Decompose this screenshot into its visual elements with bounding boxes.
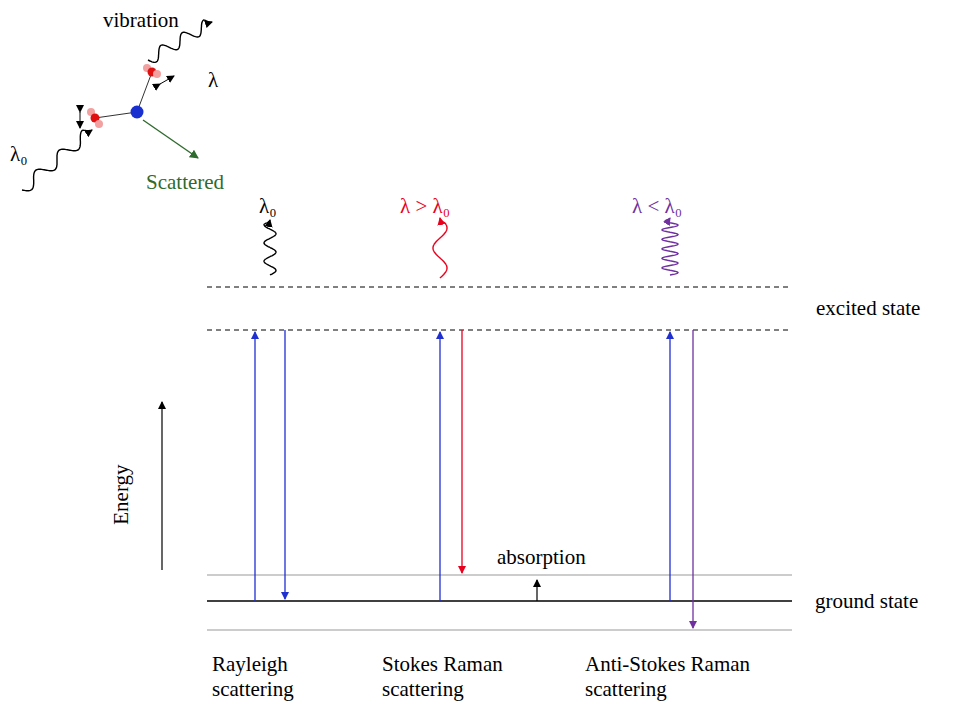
process-label: Rayleigh scattering <box>212 652 322 702</box>
axis-label: Energy <box>108 465 133 525</box>
photon-wave <box>22 130 92 191</box>
stokes-arrow <box>461 330 462 573</box>
excitation-arrow <box>669 332 670 601</box>
wavelength-label: λ < λ₀ <box>632 194 682 219</box>
transition-label: absorption <box>497 545 586 570</box>
anti-stokes-arrow <box>692 330 693 628</box>
photon-wave <box>433 218 447 278</box>
vibration-arrow <box>160 76 174 84</box>
virtual-level <box>207 287 792 288</box>
atom <box>131 106 144 119</box>
ground-level <box>207 600 792 602</box>
energy-axis <box>161 402 162 570</box>
process-label: Anti-Stokes Raman scattering <box>585 652 805 702</box>
scattered-label: Scattered <box>146 170 224 195</box>
vibrational-level <box>207 575 792 576</box>
excitation-arrow <box>439 332 440 601</box>
level-label: excited state <box>816 296 920 321</box>
wavelength-label: λ₀ <box>10 142 28 167</box>
atom-ghost <box>153 70 161 78</box>
photon-wave <box>264 220 276 275</box>
emission-arrow <box>284 330 285 599</box>
absorption-arrow <box>536 580 537 601</box>
wavelength-label: λ > λ₀ <box>400 194 450 219</box>
atom-ghost <box>95 120 103 128</box>
virtual-level <box>207 330 792 331</box>
wavelength-label: λ₀ <box>259 194 277 219</box>
vibration-arrow <box>80 112 81 128</box>
photon-wave <box>662 218 678 275</box>
level-label: ground state <box>815 589 918 614</box>
excitation-arrow <box>254 332 255 601</box>
vibrational-level <box>207 630 792 631</box>
scatter-arrow <box>143 120 198 158</box>
vibration-label: vibration <box>103 8 179 33</box>
wavelength-label: λ <box>208 68 218 93</box>
process-label: Stokes Raman scattering <box>382 652 552 702</box>
